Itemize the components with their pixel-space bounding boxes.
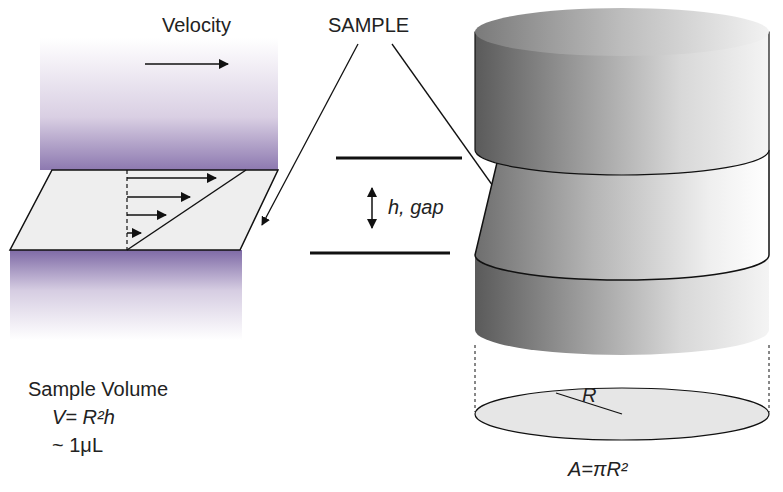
gap-arrow [371,188,373,228]
velocity-arrow [145,63,228,65]
profile-arrow [127,232,141,234]
upper-plate [40,38,278,170]
projection-line [769,345,770,412]
radius-label: R [582,384,596,406]
projection-line [475,345,476,412]
gap-line [310,252,450,255]
profile-arrow [127,177,216,179]
leader-line [262,44,358,225]
reference-line [126,170,127,250]
velocity-label: Velocity [162,14,231,36]
cylinder-top [475,8,769,56]
velocity-profile [127,170,246,250]
volume-value: ~ 1μL [52,434,103,456]
area-ellipse [475,388,769,440]
lower-plate [10,250,242,340]
volume-heading: Sample Volume [28,378,168,400]
sample-label: SAMPLE [328,14,409,36]
area-formula: A=πR² [568,458,628,480]
volume-formula: V= R²h [52,406,115,428]
profile-arrow [127,196,190,198]
profile-arrow [127,214,166,216]
gap-label: h, gap [388,196,444,218]
gap-line [336,157,462,160]
sample-parallelogram [10,170,278,250]
